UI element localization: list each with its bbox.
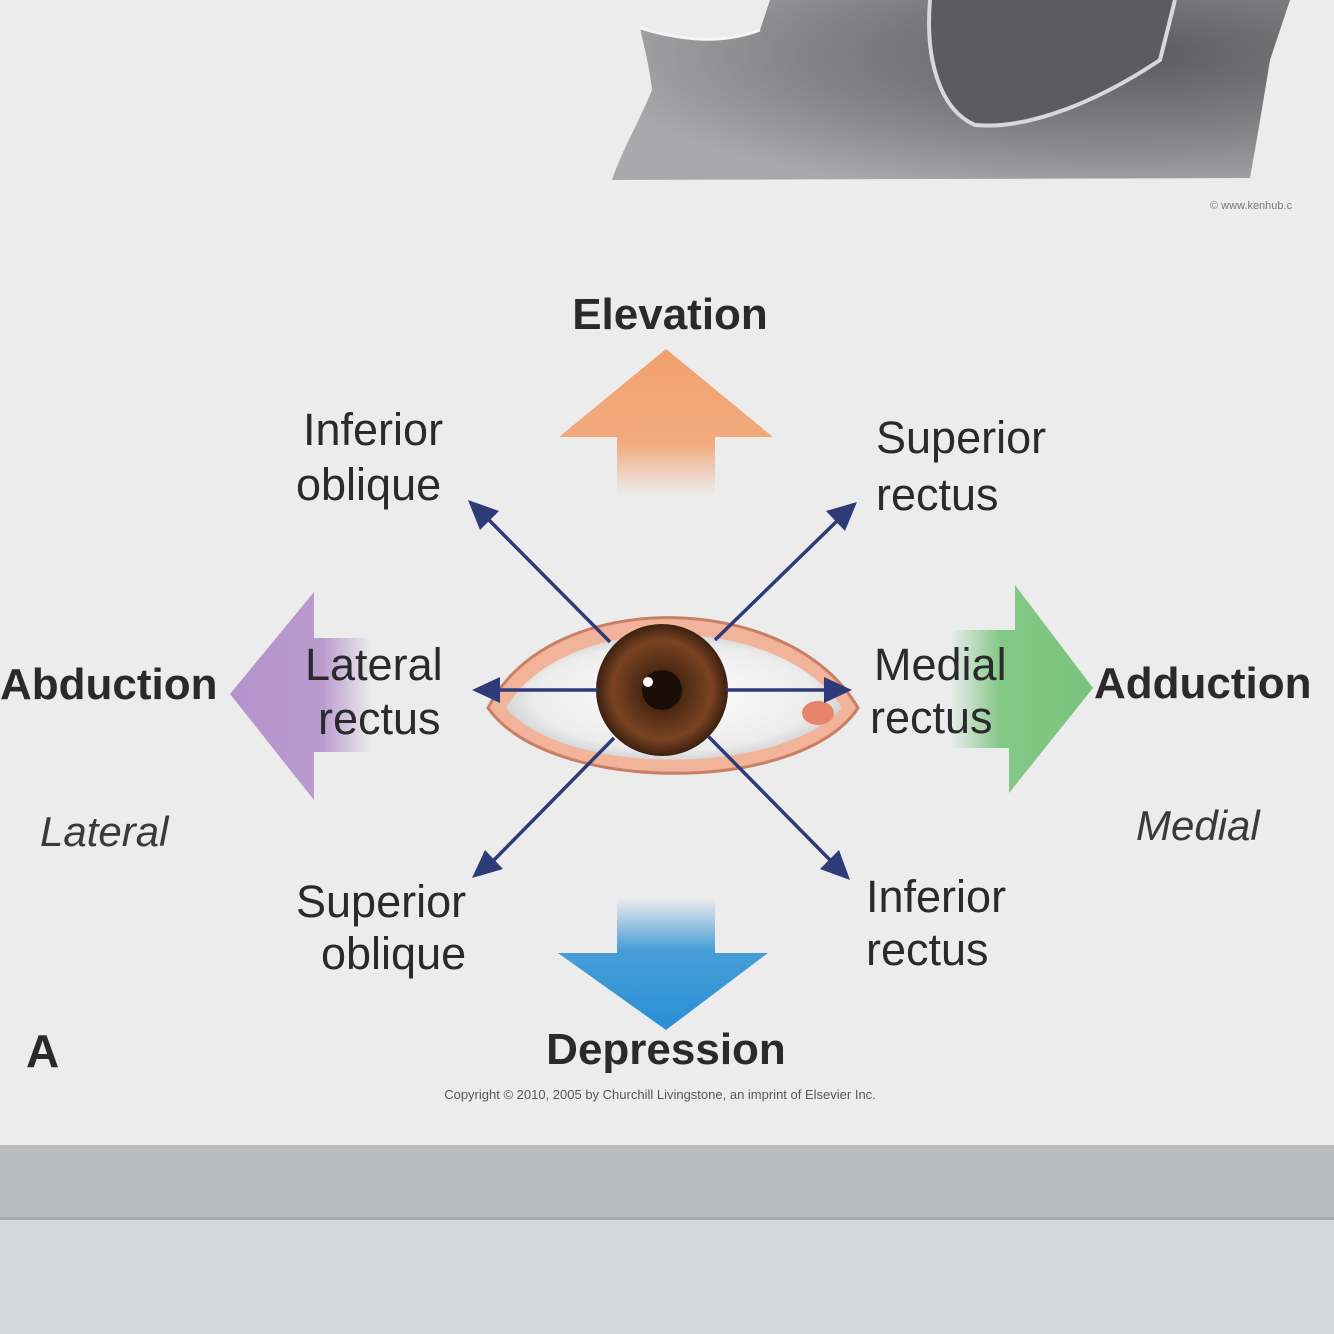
watermark-text: © www.kenhub.c bbox=[1210, 200, 1293, 212]
elevation-arrow bbox=[559, 349, 773, 495]
panel-label: A bbox=[26, 1025, 60, 1077]
muscle-action-arrows bbox=[468, 500, 857, 880]
arrowhead-inferior-rectus bbox=[820, 850, 850, 880]
bottom-toolbar-strip bbox=[0, 1145, 1334, 1217]
label-depression: Depression bbox=[546, 1025, 786, 1074]
label-inferior-rectus-line1: Inferior bbox=[866, 871, 1007, 922]
label-adduction: Adduction bbox=[1094, 659, 1312, 708]
label-superior-oblique-line2: oblique bbox=[321, 928, 467, 979]
label-abduction: Abduction bbox=[0, 660, 218, 709]
divider-line bbox=[0, 1217, 1334, 1220]
label-lateral-rectus-line1: Lateral bbox=[305, 639, 443, 690]
arrowhead-lateral-rectus bbox=[472, 677, 500, 703]
label-elevation: Elevation bbox=[572, 290, 768, 339]
label-lateral-rectus-line2: rectus bbox=[318, 693, 441, 744]
arrow-superior-oblique bbox=[492, 736, 616, 862]
label-inferior-rectus-line2: rectus bbox=[866, 924, 989, 975]
eye-movement-diagram bbox=[230, 0, 1290, 1030]
copyright-text: Copyright © 2010, 2005 by Churchill Livi… bbox=[444, 1087, 876, 1102]
adduction-arrow bbox=[950, 585, 1093, 793]
label-medial-rectus-line1: Medial bbox=[874, 639, 1007, 690]
label-inferior-oblique-line2: oblique bbox=[296, 459, 442, 510]
arrowhead-superior-rectus bbox=[826, 502, 857, 531]
arrowhead-superior-oblique bbox=[472, 850, 503, 878]
depression-arrow bbox=[558, 898, 768, 1030]
arrow-inferior-rectus bbox=[706, 734, 832, 862]
page-below-slide bbox=[0, 1220, 1334, 1334]
arrow-inferior-oblique bbox=[484, 515, 612, 644]
pupil bbox=[642, 670, 682, 710]
label-medial-rectus-line2: rectus bbox=[870, 692, 993, 743]
skull-illustration bbox=[612, 0, 1290, 180]
arrowhead-inferior-oblique bbox=[468, 500, 499, 530]
label-superior-rectus-line1: Superior bbox=[876, 412, 1047, 463]
label-superior-oblique-line1: Superior bbox=[296, 876, 467, 927]
eye-illustration bbox=[486, 616, 860, 775]
label-lateral-side: Lateral bbox=[40, 808, 169, 855]
arrowhead-medial-rectus bbox=[824, 677, 852, 703]
label-inferior-oblique-line1: Inferior bbox=[303, 404, 444, 455]
label-superior-rectus-line2: rectus bbox=[876, 469, 999, 520]
label-medial-side: Medial bbox=[1136, 802, 1260, 849]
arrow-superior-rectus bbox=[713, 518, 840, 642]
abduction-arrow bbox=[230, 592, 372, 800]
